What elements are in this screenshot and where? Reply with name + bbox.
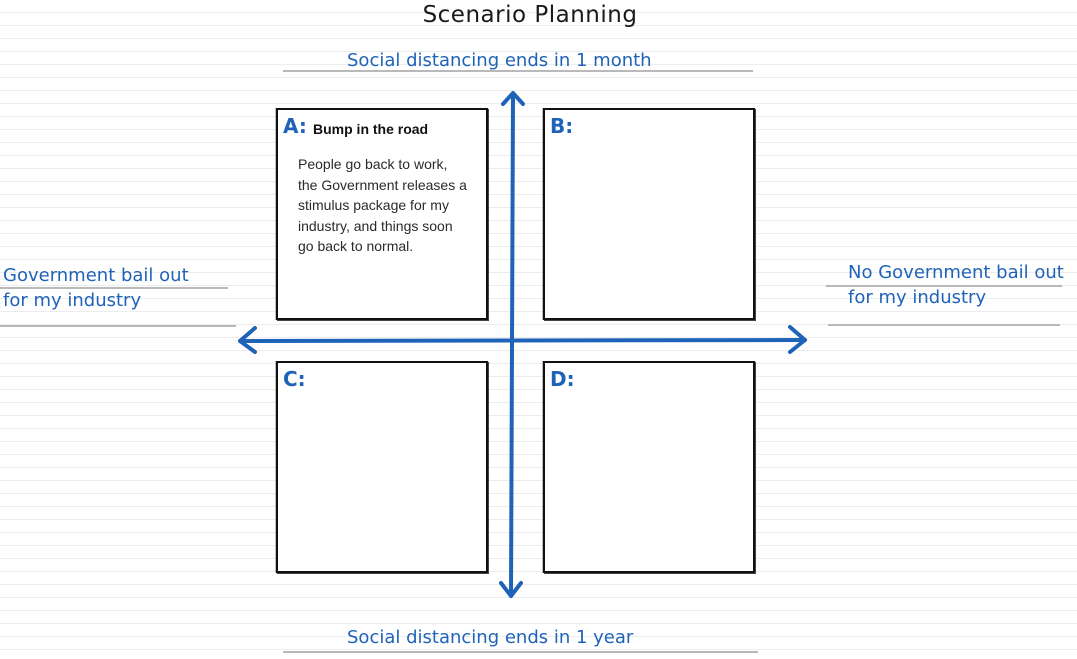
- quadrant-a-letter: A:: [283, 114, 307, 138]
- axis-label-left-line2: for my industry: [3, 290, 142, 311]
- axis-label-left-underline-2: [0, 325, 236, 327]
- quadrant-d: D:: [543, 361, 755, 573]
- quadrant-c-letter: C:: [283, 367, 306, 391]
- quadrant-a-title: Bump in the road: [313, 121, 429, 137]
- axis-label-right-underline-2: [828, 324, 1060, 326]
- quadrant-a: A: Bump in the road People go back to wo…: [276, 108, 488, 320]
- axis-label-left-underline-1: [0, 287, 228, 289]
- axis-label-top: Social distancing ends in 1 month: [347, 50, 652, 71]
- axis-label-right-line2: for my industry: [848, 287, 987, 308]
- axis-label-bottom: Social distancing ends in 1 year: [347, 627, 634, 648]
- quadrant-b-letter: B:: [550, 114, 574, 138]
- axis-label-bottom-underline: [283, 651, 758, 653]
- axis-label-left-line1: Government bail out: [3, 265, 189, 286]
- quadrant-a-body: People go back to work, the Government r…: [298, 156, 467, 254]
- horizontal-axis-arrow-left: [238, 326, 257, 354]
- page-title: Scenario Planning: [422, 2, 638, 28]
- axis-label-right-line1: No Government bail out: [848, 262, 1064, 283]
- quadrant-d-letter: D:: [550, 367, 575, 391]
- vertical-axis-line: [509, 92, 515, 598]
- axis-label-right-underline-1: [826, 285, 1062, 287]
- vertical-axis-arrow-down: [499, 581, 523, 598]
- horizontal-axis-line: [238, 338, 807, 343]
- quadrant-c: C:: [276, 361, 488, 573]
- vertical-axis-arrow-up: [501, 91, 525, 106]
- quadrant-b: B:: [543, 108, 755, 320]
- axis-label-top-underline: [283, 70, 753, 72]
- horizontal-axis-arrow-right: [788, 325, 807, 354]
